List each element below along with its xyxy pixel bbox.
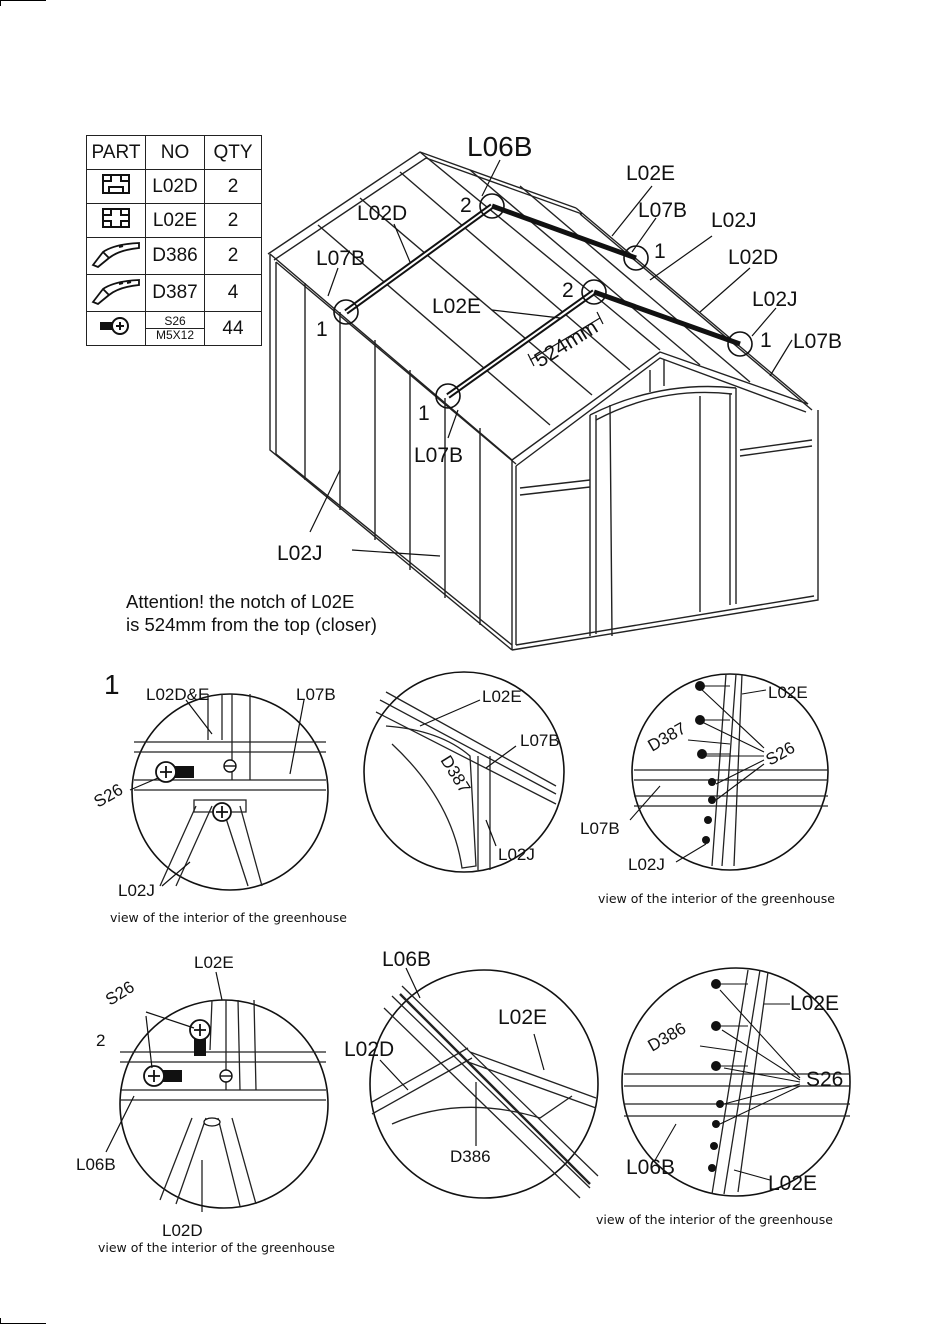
dim-label: 524mm <box>530 316 602 373</box>
caption-detail-4: view of the interior of the greenhouse <box>98 1240 335 1255</box>
screw-size: M5X12 <box>155 328 195 342</box>
part-qty: 2 <box>204 169 262 204</box>
label-l02d-left: L02D <box>357 202 407 225</box>
label-l06b: L06B <box>626 1156 675 1179</box>
caption-detail-3: view of the interior of the greenhouse <box>598 891 835 906</box>
corner-mark <box>0 0 46 6</box>
screw-code: S26 <box>146 315 204 329</box>
part-qty: 2 <box>204 203 262 238</box>
installed-bars <box>344 203 741 399</box>
detail-4: 2 L02E S26 L06B L02D <box>76 953 329 1240</box>
parts-table-header: PART NO QTY <box>86 135 262 170</box>
label-l02j-bottom: L02J <box>277 542 323 565</box>
step-number: 1 <box>654 240 666 263</box>
label-l02j-mid: L02J <box>752 288 798 311</box>
label-l07b-top: L07B <box>638 199 687 222</box>
label-l02j: L02J <box>498 845 535 864</box>
label-l02e: L02E <box>482 687 522 706</box>
label-l07b-left: L07B <box>316 247 365 270</box>
label-l02e-top: L02E <box>626 162 675 185</box>
detail-5: L06B L02E L02D D386 <box>344 948 599 1199</box>
step-number: 1 <box>760 329 772 352</box>
attention-line-2: is 524mm from the top (closer) <box>126 614 377 635</box>
label-l02de: L02D&E <box>146 685 209 704</box>
table-row: L02E 2 <box>86 203 262 238</box>
connection-markers <box>333 193 753 409</box>
detail-6: L02E D386 S26 L06B L02E <box>621 967 851 1197</box>
label-l02j: L02J <box>628 855 665 874</box>
label-l02j: L02J <box>118 881 155 900</box>
label-l02e: L02E <box>194 953 234 972</box>
screw-icon <box>86 311 146 346</box>
leader-lines <box>309 159 793 557</box>
label-l02e-bottom: L02E <box>768 1172 817 1195</box>
connection-circle-6 <box>435 383 461 409</box>
step-number: 2 <box>562 279 574 302</box>
label-l02d: L02D <box>344 1038 394 1061</box>
step-number: 1 <box>104 669 120 700</box>
greenhouse-structure <box>267 151 819 651</box>
detail-2: L02E L07B D387 L02J <box>363 671 565 873</box>
step-number: 1 <box>418 402 430 425</box>
profile-icon <box>86 203 146 238</box>
label-d386: D386 <box>450 1147 491 1166</box>
detail-3: L02E D387 S26 L07B L02J <box>580 673 829 874</box>
header-no: NO <box>145 135 205 170</box>
label-l07b: L07B <box>296 685 336 704</box>
label-l02j-top: L02J <box>711 209 757 232</box>
dimension-524 <box>527 311 604 367</box>
table-row: D386 2 <box>86 237 262 275</box>
detail-1: 1 L02D&E L07B S26 L02J <box>91 669 336 900</box>
label-l02d: L02D <box>162 1221 203 1240</box>
connection-circle-5 <box>727 331 753 357</box>
bracket-icon <box>86 237 146 275</box>
label-l02e: L02E <box>768 683 808 702</box>
label-l06b: L06B <box>76 1155 116 1174</box>
label-l02e-mid: L02E <box>432 295 481 318</box>
attention-line-1: Attention! the notch of L02E <box>126 591 355 612</box>
header-qty: QTY <box>204 135 262 170</box>
greenhouse-diagram: 524mm L06B L02E L07B L02J L02D L02D L07B… <box>267 131 842 651</box>
parts-table: PART NO QTY L02D 2 L02E 2 D386 2 D387 4 <box>86 135 262 346</box>
part-no: L02D <box>145 169 205 204</box>
detail-views: 1 L02D&E L07B S26 L02J L02E L07B D387 L0… <box>76 669 851 1240</box>
part-no: S26 M5X12 <box>145 311 205 346</box>
label-l02e-top: L02E <box>790 992 839 1015</box>
table-row: L02D 2 <box>86 169 262 204</box>
attention-note: Attention! the notch of L02E is 524mm fr… <box>126 590 377 636</box>
part-qty: 2 <box>204 237 262 275</box>
step-number: 1 <box>316 318 328 341</box>
caption-detail-6: view of the interior of the greenhouse <box>596 1212 833 1227</box>
connection-circle-2 <box>479 193 505 219</box>
connection-circle-1 <box>333 299 359 325</box>
label-l02d-right: L02D <box>728 246 778 269</box>
caption-detail-1: view of the interior of the greenhouse <box>110 910 347 925</box>
label-l07b-bottom: L07B <box>414 444 463 467</box>
label-l06b: L06B <box>467 131 532 162</box>
table-row: S26 M5X12 44 <box>86 311 262 346</box>
part-no: D387 <box>145 274 205 312</box>
label-s26: S26 <box>102 977 138 1009</box>
label-s26: S26 <box>91 780 127 812</box>
part-qty: 4 <box>204 274 262 312</box>
step-number: 2 <box>460 194 472 217</box>
part-no: L02E <box>145 203 205 238</box>
table-row: D387 4 <box>86 274 262 312</box>
label-l07b: L07B <box>580 819 620 838</box>
label-l02e: L02E <box>498 1006 547 1029</box>
part-qty: 44 <box>204 311 262 346</box>
label-l06b: L06B <box>382 948 431 971</box>
label-l07b: L07B <box>520 731 560 750</box>
label-l07b-right: L07B <box>793 330 842 353</box>
label-s26: S26 <box>806 1068 843 1091</box>
connection-circle-4 <box>581 279 607 305</box>
step-number: 2 <box>96 1031 105 1050</box>
